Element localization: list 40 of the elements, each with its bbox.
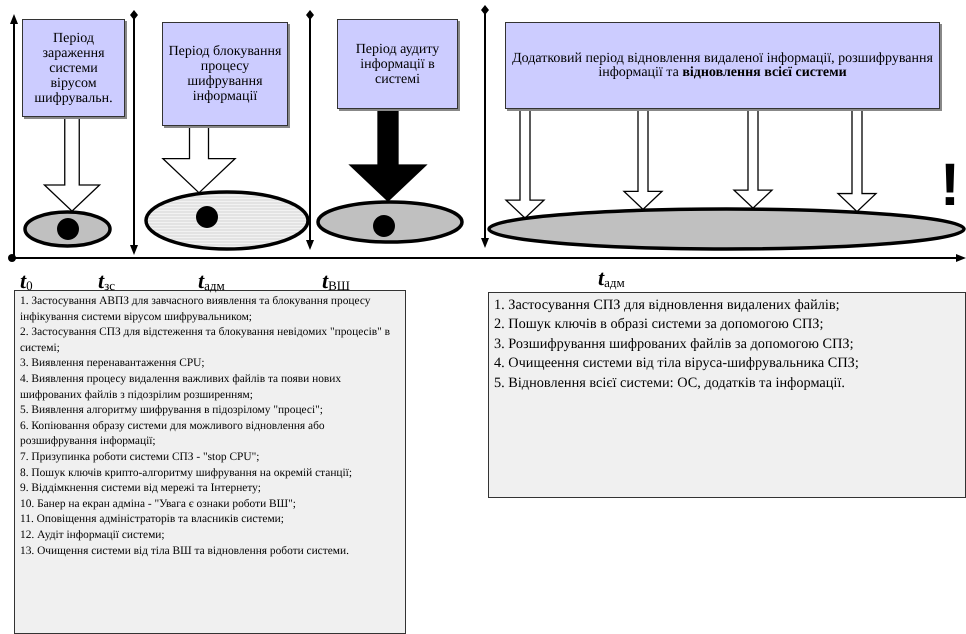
time-label: t$_{0}$	[20, 268, 33, 294]
block-arrow	[42, 116, 102, 212]
list-item: 12. Аудіт інформації системи;	[20, 528, 166, 543]
list-item: 2. Застосування СПЗ для відстеження та блокування невідомих "процесів" в системі;	[20, 325, 392, 356]
list-item: 7. Призупинка роботи системи СПЗ - "stop CPU";	[20, 450, 260, 465]
system-ellipse	[316, 200, 464, 244]
list-item: 1. Застосування АВПЗ для завчасного виявлення та блокування процесу інфікування системи вірусом шифрувальником;	[20, 294, 372, 325]
list-item: 10. Банер на екран адміна - "Увага є ознаки роботи ВШ";	[20, 496, 297, 512]
period-box: Період блокування процесу шифрування інформації	[162, 22, 288, 126]
period-box: Період зараження системи вірусом шифрувальн.	[22, 19, 125, 117]
time-label: t$_{ВШ}$	[322, 268, 350, 294]
block-arrow	[622, 108, 664, 210]
block-arrow	[161, 125, 237, 194]
list-item: 6. Копіювання образу системи для можливого відновлення або розшифрування інформації;	[20, 418, 326, 450]
list-item: 4. Очищеення системи від тіла віруса-шифрувальника СПЗ;	[494, 354, 860, 374]
period-box: Період аудиту інформації в системі	[337, 19, 458, 109]
list-item: 5. Виявлення алгоритму шифрування в підозрілому "процесі";	[20, 403, 324, 418]
time-label: t$_{адм}$	[198, 268, 225, 294]
list-item: 4. Виявлення процесу видалення важливих файлів та появи нових шифрованих файлів з підозрілим розширенням;	[20, 372, 342, 403]
list-item: 13. Очищення системи від тіла ВШ та відновлення роботи системи.	[20, 544, 350, 558]
exclamation-mark: !	[940, 150, 960, 219]
system-ellipse	[23, 210, 112, 248]
list-item: 8. Пошук ключів крипто-алгоритму шифрування на окремій станції;	[20, 466, 354, 481]
measures-panel	[488, 292, 966, 498]
system-ellipse	[144, 190, 310, 251]
system-ellipse	[487, 207, 966, 251]
block-arrow	[836, 108, 878, 212]
list-item: 5. Відновлення всієї системи: ОС, додатків та інформації.	[494, 374, 846, 393]
list-item: 9. Віддімкнення системи від мережі та Інтернету;	[20, 481, 262, 496]
block-arrow	[348, 108, 428, 202]
list-item: 3. Виявлення перенавантаження CPU;	[20, 356, 206, 372]
block-arrow	[732, 108, 774, 210]
list-item: 1. Застосування СПЗ для відновлення видалених файлів;	[494, 296, 841, 315]
list-item: 11. Оповіщення адміністраторів та власників системи;	[20, 512, 285, 528]
list-item: 2. Пошук ключів в образі системи за допомогою СПЗ;	[494, 315, 824, 334]
list-item: 3. Розшифрування шифрованих файлів за допомогою СПЗ;	[494, 334, 855, 354]
period-box: Додатковий період відновлення видаленої інформації, розшифрування інформації та відновлення всієї системи	[505, 22, 940, 109]
time-label: t$_{адм}$	[598, 265, 625, 291]
block-arrow	[504, 108, 546, 219]
time-label: t$_{зс}$	[98, 268, 116, 294]
